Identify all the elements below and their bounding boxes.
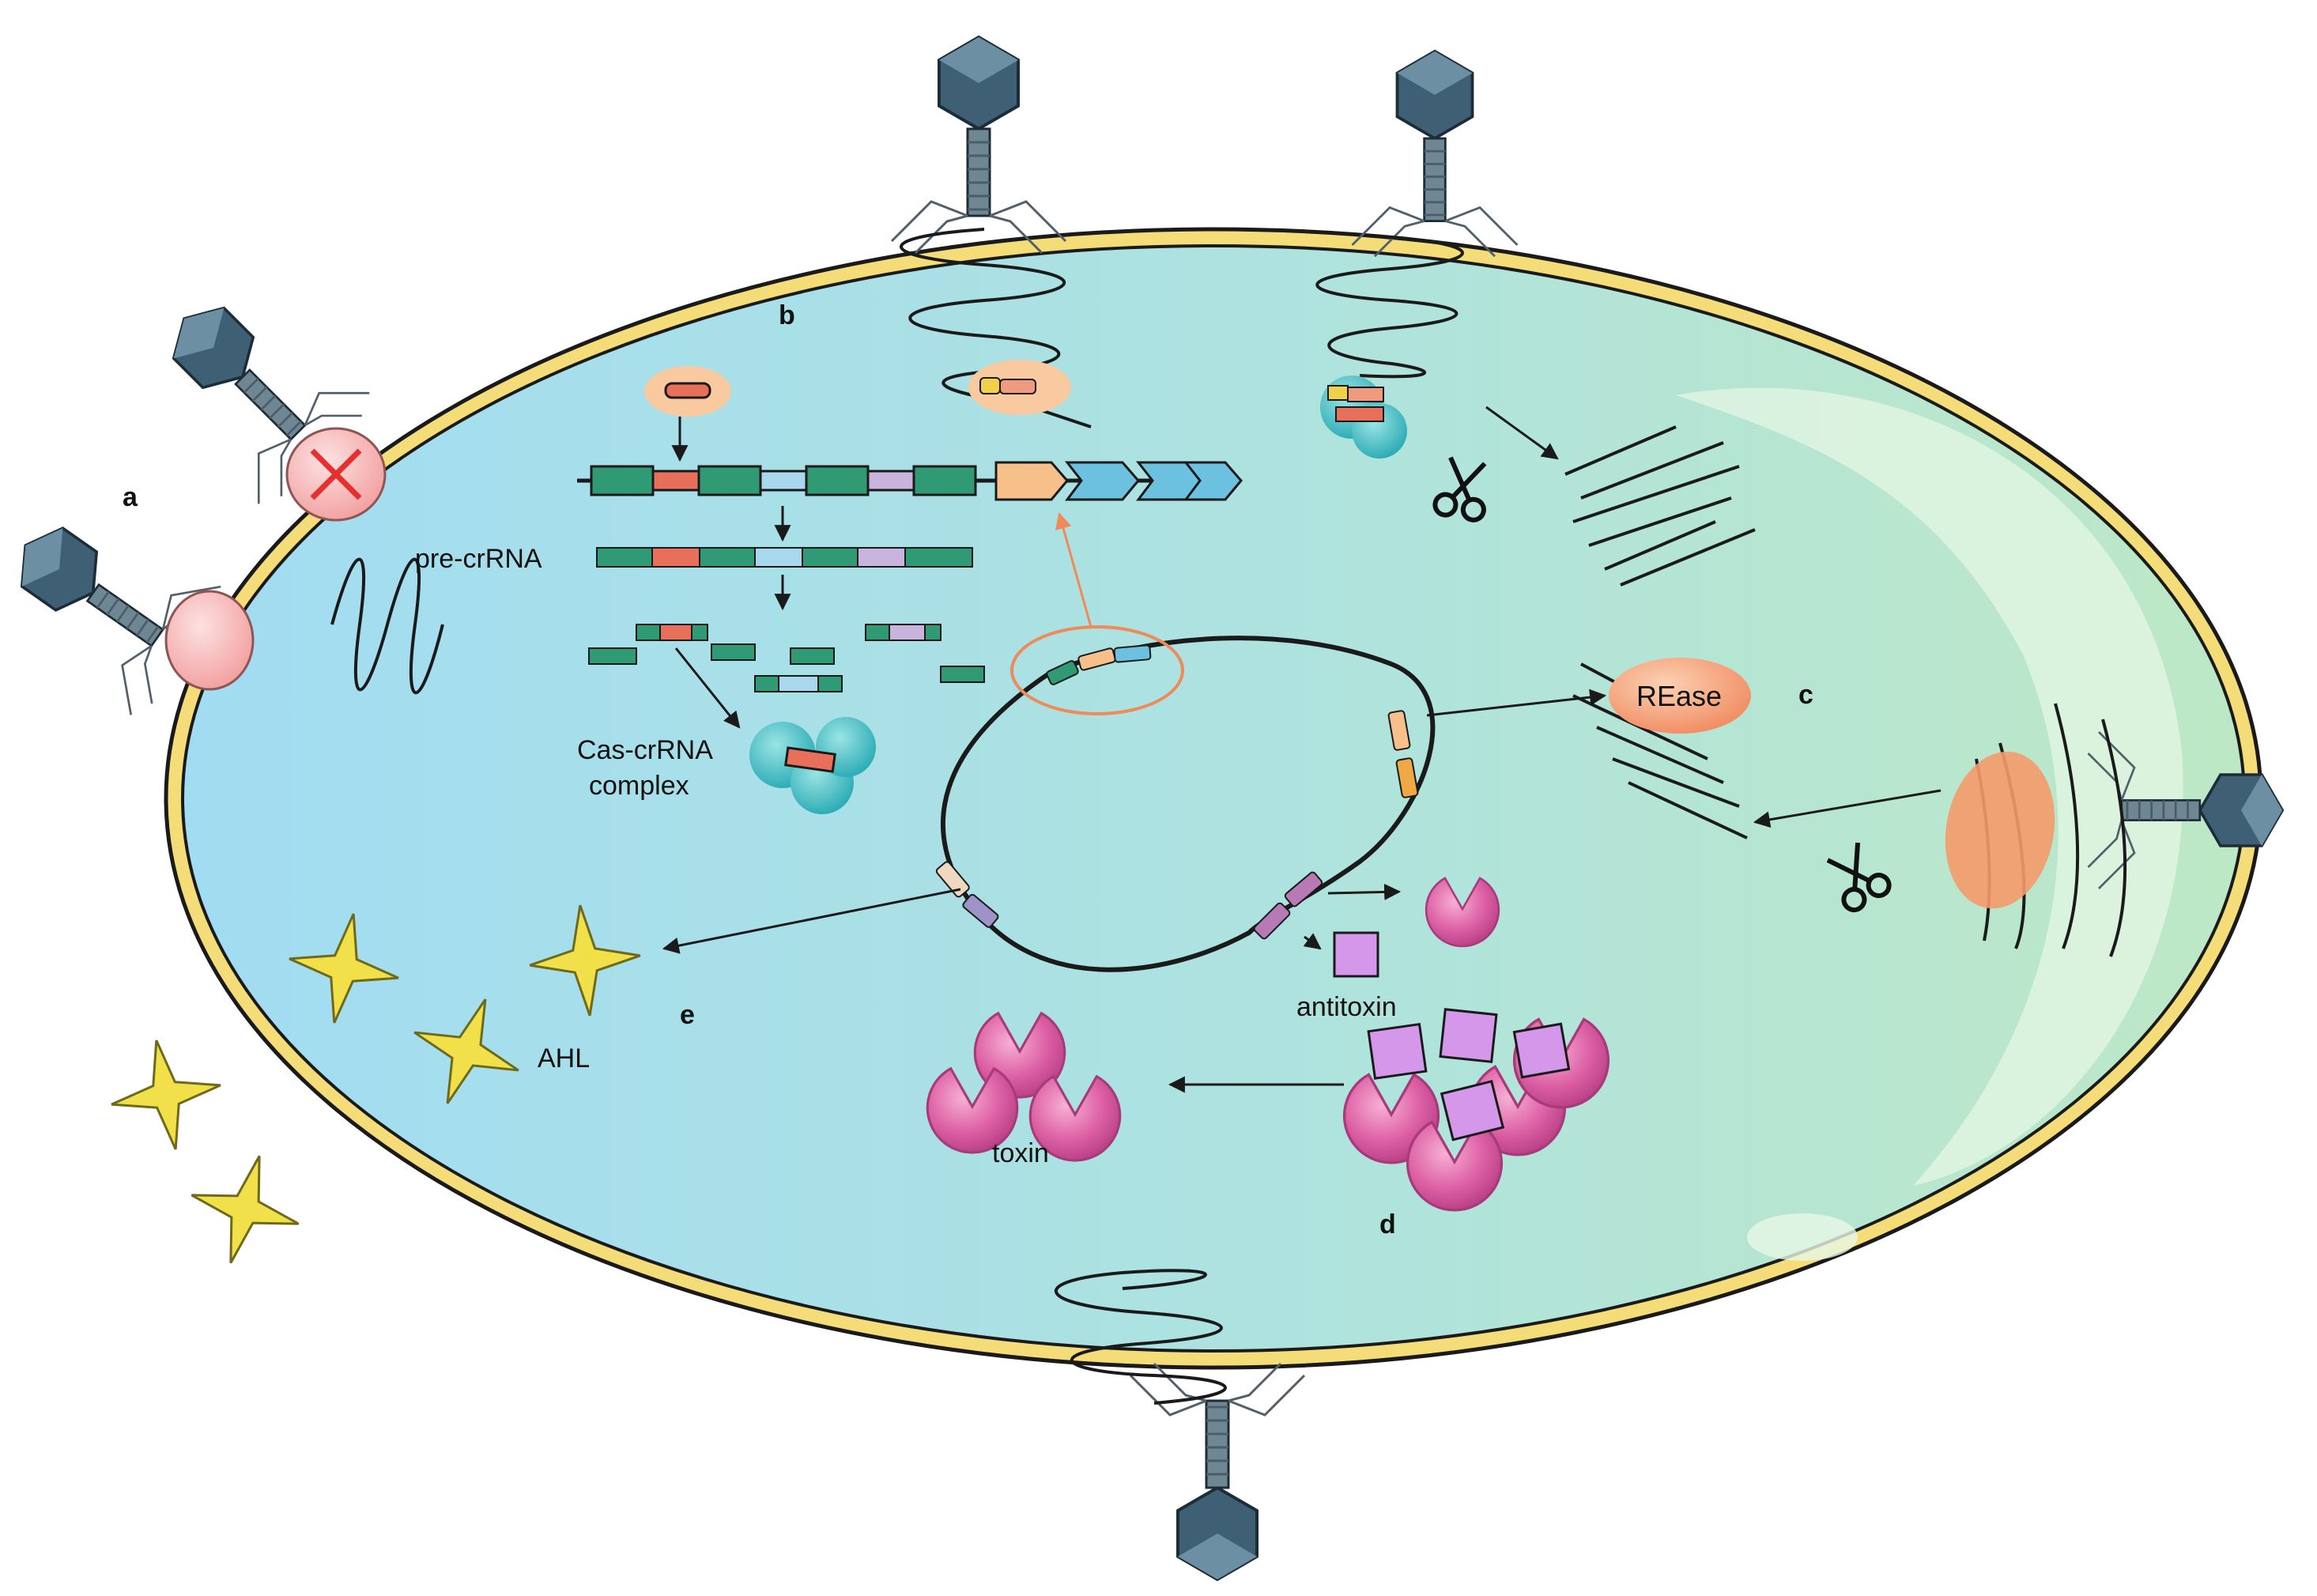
- panel-e-label: e: [680, 1000, 695, 1030]
- ahl-star-icon: [175, 1140, 315, 1279]
- rease-enzyme-icon: [1609, 658, 1751, 734]
- rease-label: REase: [1636, 680, 1722, 712]
- cas-capsule: [968, 360, 1071, 415]
- pre-crrna: [596, 547, 973, 568]
- phage-icon: [1350, 49, 1519, 258]
- ahl-star-icon: [100, 1029, 232, 1160]
- rease-enzyme-icon: [1945, 751, 2055, 909]
- antitoxin-icon: [1333, 931, 1379, 978]
- pre-crrna-label: pre-crRNA: [415, 544, 542, 574]
- panel-c-label: c: [1798, 680, 1813, 710]
- receptor: [164, 590, 255, 691]
- crispr-highlight: [1010, 625, 1184, 715]
- panel-a-label: a: [123, 482, 138, 512]
- crispr-locus: [577, 461, 1243, 501]
- panel-d-label: d: [1379, 1209, 1396, 1239]
- block-mark-icon: [310, 448, 362, 500]
- panel-b-label: b: [779, 300, 795, 330]
- chromosome-genes: [935, 644, 1419, 940]
- antitoxin-label: antitoxin: [1296, 992, 1397, 1022]
- ta-complex: [1342, 1008, 1610, 1212]
- cas-complex-icon: [1320, 375, 1407, 458]
- mature-crrnas: [588, 624, 985, 692]
- cas-crrna-complex-label: complex: [589, 771, 689, 801]
- cell-cytoplasm: [181, 244, 2246, 1353]
- toxin-label: toxin: [992, 1138, 1049, 1168]
- cas-crrna-label: Cas-crRNA: [577, 735, 713, 765]
- ahl-label: AHL: [538, 1043, 590, 1073]
- cell-highlight: [1676, 387, 2183, 1186]
- phage-icon: [890, 36, 1067, 255]
- cell-highlight-small: [1747, 1213, 1858, 1261]
- cas-complex-icon: [749, 717, 876, 814]
- phage-icon: [1129, 1362, 1306, 1581]
